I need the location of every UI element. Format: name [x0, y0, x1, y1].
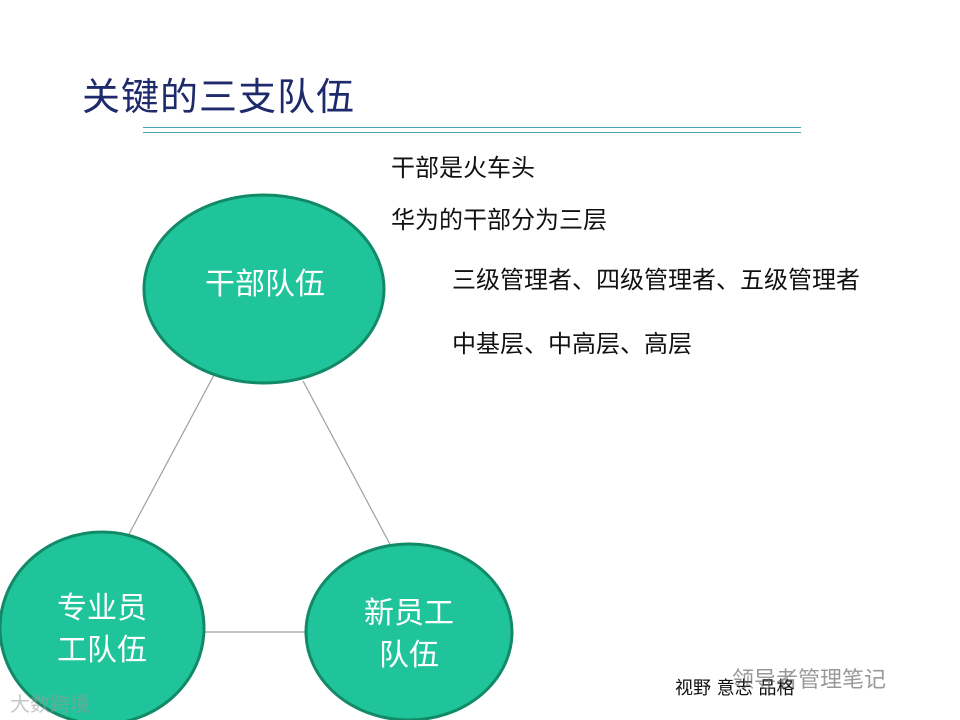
note-line-3: 三级管理者、四级管理者、五级管理者	[452, 266, 860, 294]
node-professional-label-line-1: 专业员	[57, 591, 147, 626]
note-line-1: 干部是火车头	[391, 154, 535, 182]
node-new-employee-label-line-2: 队伍	[379, 638, 439, 673]
title-divider-top	[143, 127, 801, 128]
title-divider-bottom	[143, 132, 801, 133]
node-new-employee-label-line-1: 新员工	[364, 596, 454, 631]
footer-text: 视野 意志 品格	[675, 678, 795, 699]
node-new-employee	[304, 542, 514, 720]
watermark-right: 领导者管理笔记	[732, 668, 887, 693]
node-cadre	[142, 193, 386, 385]
node-new-employee-label: 新员工 队伍	[306, 593, 512, 677]
node-cadre-label: 干部队伍	[205, 267, 325, 302]
watermark-left: 大数跨境	[10, 692, 90, 716]
note-line-2: 华为的干部分为三层	[391, 206, 607, 234]
slide-title: 关键的三支队伍	[82, 75, 356, 119]
connector-cadre-professional	[127, 374, 215, 537]
connector-cadre-new	[302, 380, 393, 549]
note-line-4: 中基层、中高层、高层	[452, 330, 692, 358]
node-professional-label: 专业员 工队伍	[0, 588, 204, 672]
node-professional-label-line-2: 工队伍	[57, 633, 147, 668]
node-professional	[0, 530, 206, 720]
